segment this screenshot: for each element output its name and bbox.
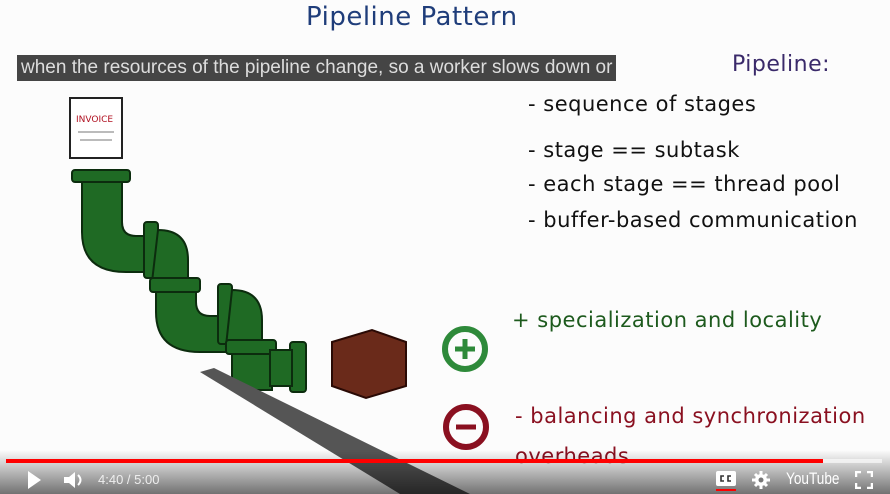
youtube-logo[interactable]: YouTube bbox=[786, 469, 840, 488]
progress-fill bbox=[6, 459, 824, 463]
gear-icon[interactable] bbox=[752, 471, 770, 489]
pipeline-icon bbox=[71, 169, 307, 393]
time-display: 4:40 / 5:00 bbox=[98, 472, 160, 487]
package-icon bbox=[331, 328, 407, 400]
bullet: - stage == subtask bbox=[528, 138, 740, 162]
bullet: - sequence of stages bbox=[528, 92, 757, 116]
bullet: - each stage == thread pool bbox=[528, 172, 841, 196]
closed-caption: when the resources of the pipeline chang… bbox=[17, 55, 617, 81]
play-icon[interactable] bbox=[26, 470, 42, 490]
pros-text: + specialization and locality bbox=[512, 308, 823, 332]
plus-circle-icon bbox=[442, 326, 488, 372]
minus-circle-icon bbox=[443, 404, 489, 450]
invoice-icon: INVOICE bbox=[69, 97, 123, 159]
slide-title: Pipeline Pattern bbox=[306, 2, 518, 32]
bullet: - buffer-based communication bbox=[528, 208, 858, 232]
cc-icon[interactable] bbox=[715, 470, 737, 492]
progress-bar[interactable] bbox=[6, 459, 882, 463]
player-controls bbox=[0, 450, 890, 494]
volume-icon[interactable] bbox=[63, 470, 85, 490]
invoice-label: INVOICE bbox=[76, 115, 113, 125]
fullscreen-icon[interactable] bbox=[855, 471, 873, 489]
slide-heading: Pipeline: bbox=[732, 52, 831, 77]
